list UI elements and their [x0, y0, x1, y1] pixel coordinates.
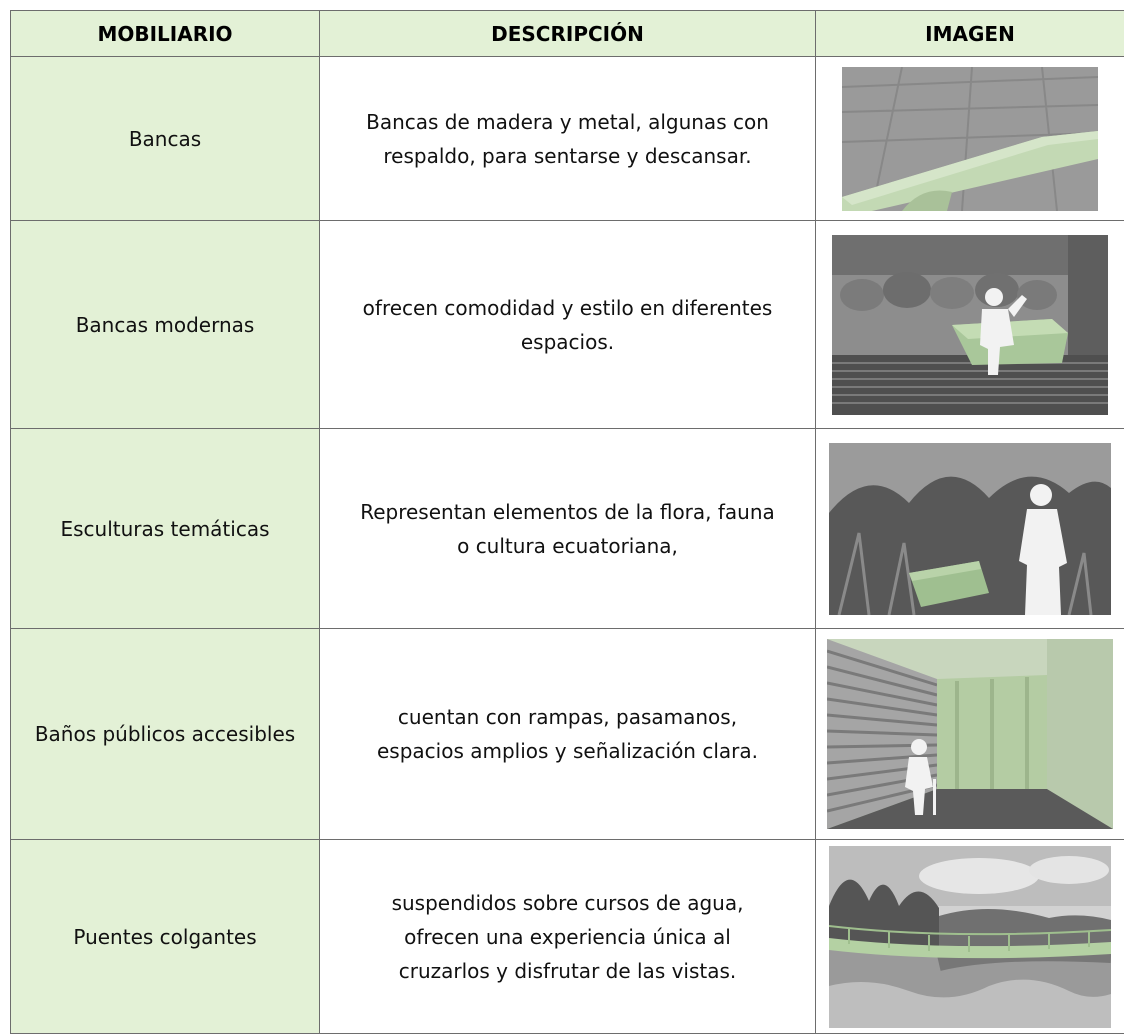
modern-bench-photo-image — [832, 235, 1108, 415]
header-description: DESCRIPCIÓN — [320, 11, 816, 57]
bench-photo-image — [842, 67, 1098, 211]
furniture-description: suspendidos sobre cursos de agua, ofrece… — [320, 840, 816, 1034]
table-row: Bancas Bancas de madera y metal, algunas… — [11, 57, 1124, 221]
furniture-description: Bancas de madera y metal, algunas con re… — [320, 57, 816, 221]
furniture-name: Bancas — [11, 57, 320, 221]
header-image: IMAGEN — [816, 11, 1124, 57]
sculpture-garden-photo-image — [829, 443, 1111, 615]
furniture-description: ofrecen comodidad y estilo en diferentes… — [320, 221, 816, 429]
furniture-description: Representan elementos de la flora, fauna… — [320, 429, 816, 629]
table-header-row: MOBILIARIO DESCRIPCIÓN IMAGEN — [11, 11, 1124, 57]
table-row: Puentes colgantes suspendidos sobre curs… — [11, 840, 1124, 1034]
furniture-name: Esculturas temáticas — [11, 429, 320, 629]
table-row: Esculturas temáticas Representan element… — [11, 429, 1124, 629]
accessible-restroom-photo-image — [827, 639, 1113, 829]
table-row: Baños públicos accesibles cuentan con ra… — [11, 629, 1124, 840]
furniture-table: MOBILIARIO DESCRIPCIÓN IMAGEN Bancas Ban… — [10, 10, 1124, 1034]
table-row: Bancas modernas ofrecen comodidad y esti… — [11, 221, 1124, 429]
hanging-bridge-photo-image — [829, 846, 1111, 1028]
furniture-description: cuentan con rampas, pasamanos, espacios … — [320, 629, 816, 840]
header-furniture: MOBILIARIO — [11, 11, 320, 57]
furniture-name: Puentes colgantes — [11, 840, 320, 1034]
furniture-name: Baños públicos accesibles — [11, 629, 320, 840]
furniture-name: Bancas modernas — [11, 221, 320, 429]
